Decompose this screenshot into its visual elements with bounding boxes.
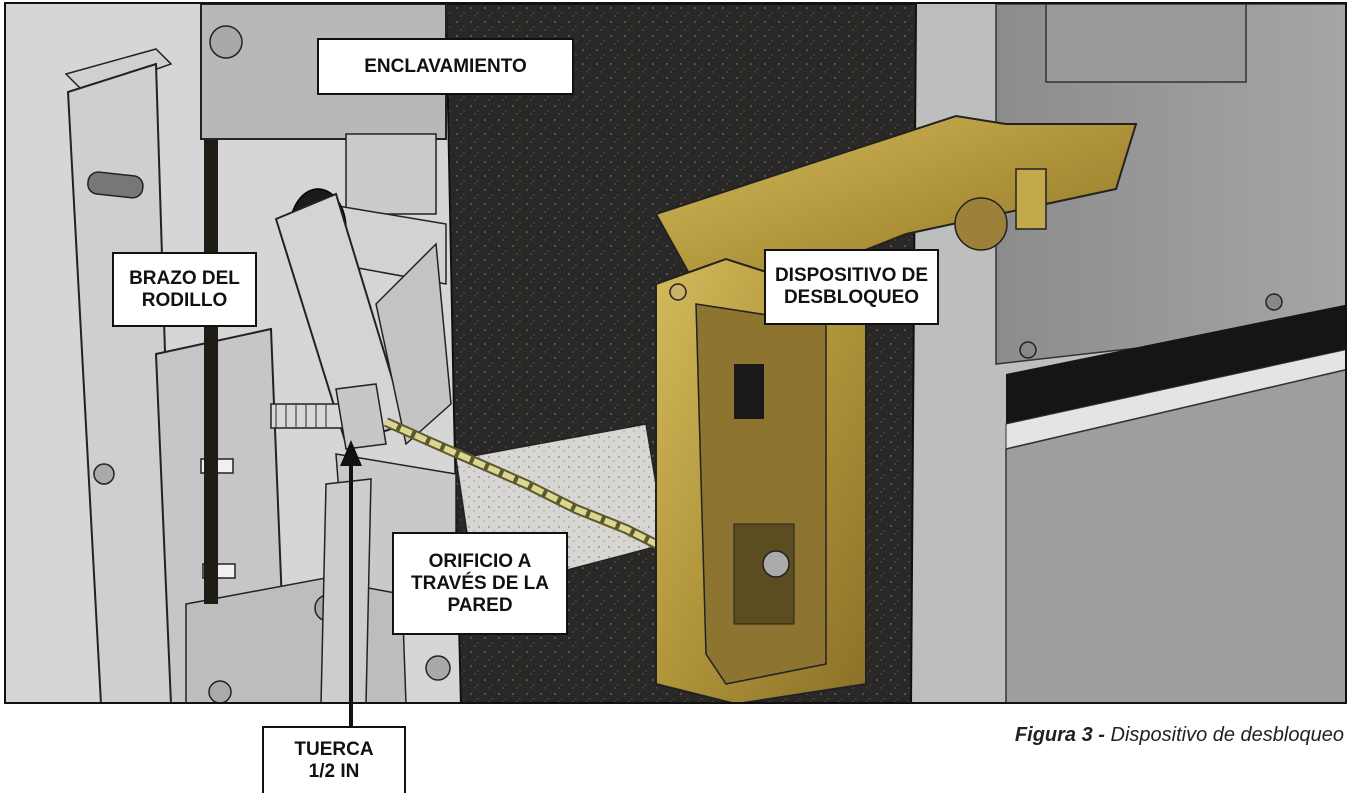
callout-enclavamiento: ENCLAVAMIENTO <box>317 38 574 95</box>
door-panel <box>911 4 1345 702</box>
left-bracket <box>64 48 451 702</box>
illustration <box>6 4 1345 702</box>
pointer-arrow <box>340 440 362 740</box>
caption-label: Figura 3 - <box>1014 724 1111 746</box>
figure-caption: Figura 3 - Dispositivo de desbloqueo <box>1015 724 1344 747</box>
vertical-post <box>320 478 372 702</box>
bolt-and-nut <box>270 383 387 450</box>
chain <box>383 417 669 554</box>
dark-gap <box>204 134 218 604</box>
caption-text: Dispositivo de desbloqueo <box>1110 724 1345 746</box>
